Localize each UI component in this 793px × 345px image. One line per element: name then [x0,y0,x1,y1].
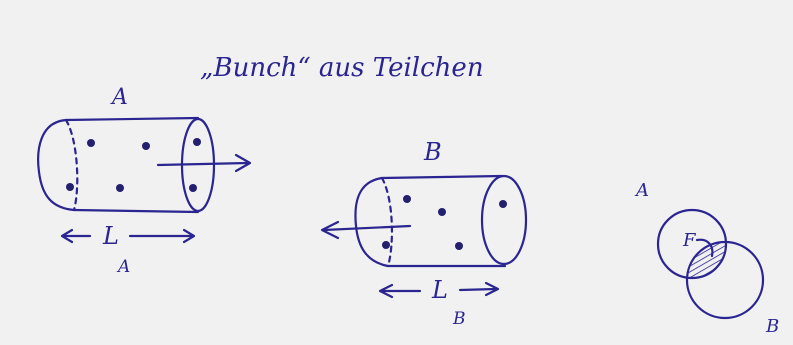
bunch-a-velocity-arrow [156,161,250,167]
particle [193,138,201,146]
bunch-a-length-arrow-right [128,228,196,244]
bunch-a-hidden-cap [64,118,79,212]
bunch-a-length-label: L [102,222,119,250]
bunch-b-length-subscript: B [452,309,466,329]
bunch-a-top-edge [64,116,200,122]
bunch-b-length-label: L [431,276,448,304]
bunch-b-length-arrow-left [378,283,422,299]
particle [116,184,124,192]
particle [189,184,197,192]
bunch-a: A L A [37,85,252,277]
overlap-area-pointer [695,238,714,258]
bunch-a-arrowhead [234,153,252,173]
bunch-b-velocity-arrow [322,224,412,232]
particle [455,242,463,250]
bunch-b-label: B [423,138,442,166]
bunch-a-particles [66,138,201,192]
particle [87,139,95,147]
overlap-label-b: B [765,316,779,337]
bunch-a-length-arrow-left [60,228,92,244]
particle [438,208,446,216]
bunch-b-right-cap [480,174,528,266]
overlap-label-a: A [634,180,649,201]
bunch-a-label: A [110,85,128,110]
bunch-b-hidden-cap [380,176,394,268]
overlap-area-hatch [687,242,726,278]
overlap-sketch: A F B [634,180,779,337]
particle [66,183,74,191]
bunch-b-particles [382,195,507,250]
bunch-b-top-edge [380,174,504,180]
bunch-b-left-cap [354,176,390,268]
particle [403,195,411,203]
particle [142,142,150,150]
bunch-a-bottom-edge [72,208,200,214]
particle [382,241,390,249]
bunch-a-length-subscript: A [116,257,130,277]
overlap-area-label: F [682,230,697,251]
bunch-a-left-cap [37,118,76,212]
diagram-title: „Bunch“ aus Teilchen [200,53,484,83]
bunch-b: B L B [320,138,528,329]
bunch-b-arrowhead [320,220,340,240]
bunch-b-length-arrow-right [458,281,500,297]
particle [499,200,507,208]
